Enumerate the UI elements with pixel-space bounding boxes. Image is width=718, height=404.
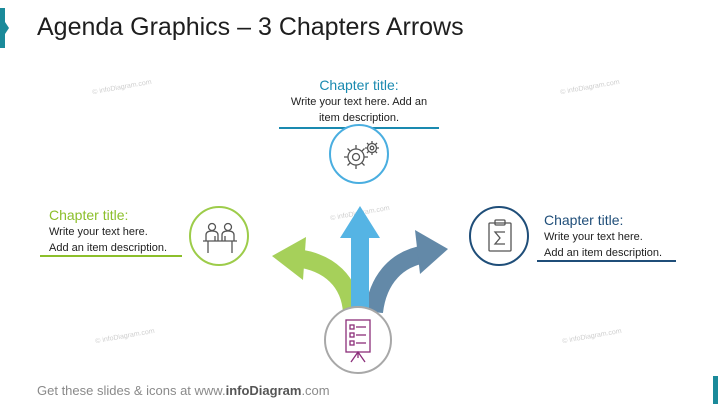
footer-brand[interactable]: infoDiagram <box>225 383 302 398</box>
chapter-top-icon-circle <box>329 124 389 184</box>
footer-suffix: .com <box>301 383 330 398</box>
chapter-top: Chapter title: Write your text here. Add… <box>279 77 439 126</box>
chapter-description: Write your text here. <box>544 231 643 243</box>
flipchart-checklist-icon <box>345 319 371 363</box>
footer: Get these slides & icons at www.infoDiag… <box>37 383 330 398</box>
chapter-right: Chapter title: Write your text here. Add… <box>544 212 694 261</box>
arrow-left <box>294 249 361 314</box>
chapter-title: Chapter title: <box>544 212 624 228</box>
chapter-right-icon-circle <box>469 206 529 266</box>
chapter-description: Add an item description. <box>544 247 663 259</box>
arrow-center <box>351 234 369 314</box>
footer-prefix: Get these slides & icons at www. <box>37 383 226 398</box>
chapter-title: Chapter title: <box>49 207 129 223</box>
arrow-center-head <box>340 206 380 238</box>
chapter-left-underline <box>40 255 182 257</box>
chapter-right-underline <box>537 260 676 262</box>
chapter-description: Write your text here. <box>49 226 148 238</box>
chapter-left-icon-circle <box>189 206 249 266</box>
chapter-description: Add an item description. <box>49 242 168 254</box>
gears-icon <box>344 141 379 169</box>
page-title: Agenda Graphics – 3 Chapters Arrows <box>37 13 464 41</box>
arrow-right-head <box>415 230 448 274</box>
arrow-left-head <box>272 237 306 280</box>
chapter-title: Chapter title: <box>319 77 399 93</box>
side-tab-left <box>0 8 9 48</box>
center-icon-circle <box>324 306 392 374</box>
clipboard-sum-icon <box>488 219 512 252</box>
side-tab-right <box>713 376 718 404</box>
chapter-description: Write your text here. Add an <box>290 96 428 108</box>
meeting-icon <box>203 222 237 253</box>
chapter-description: item description. <box>318 112 400 124</box>
chapter-left: Chapter title: Write your text here. Add… <box>49 207 189 256</box>
arrow-right <box>365 245 428 314</box>
